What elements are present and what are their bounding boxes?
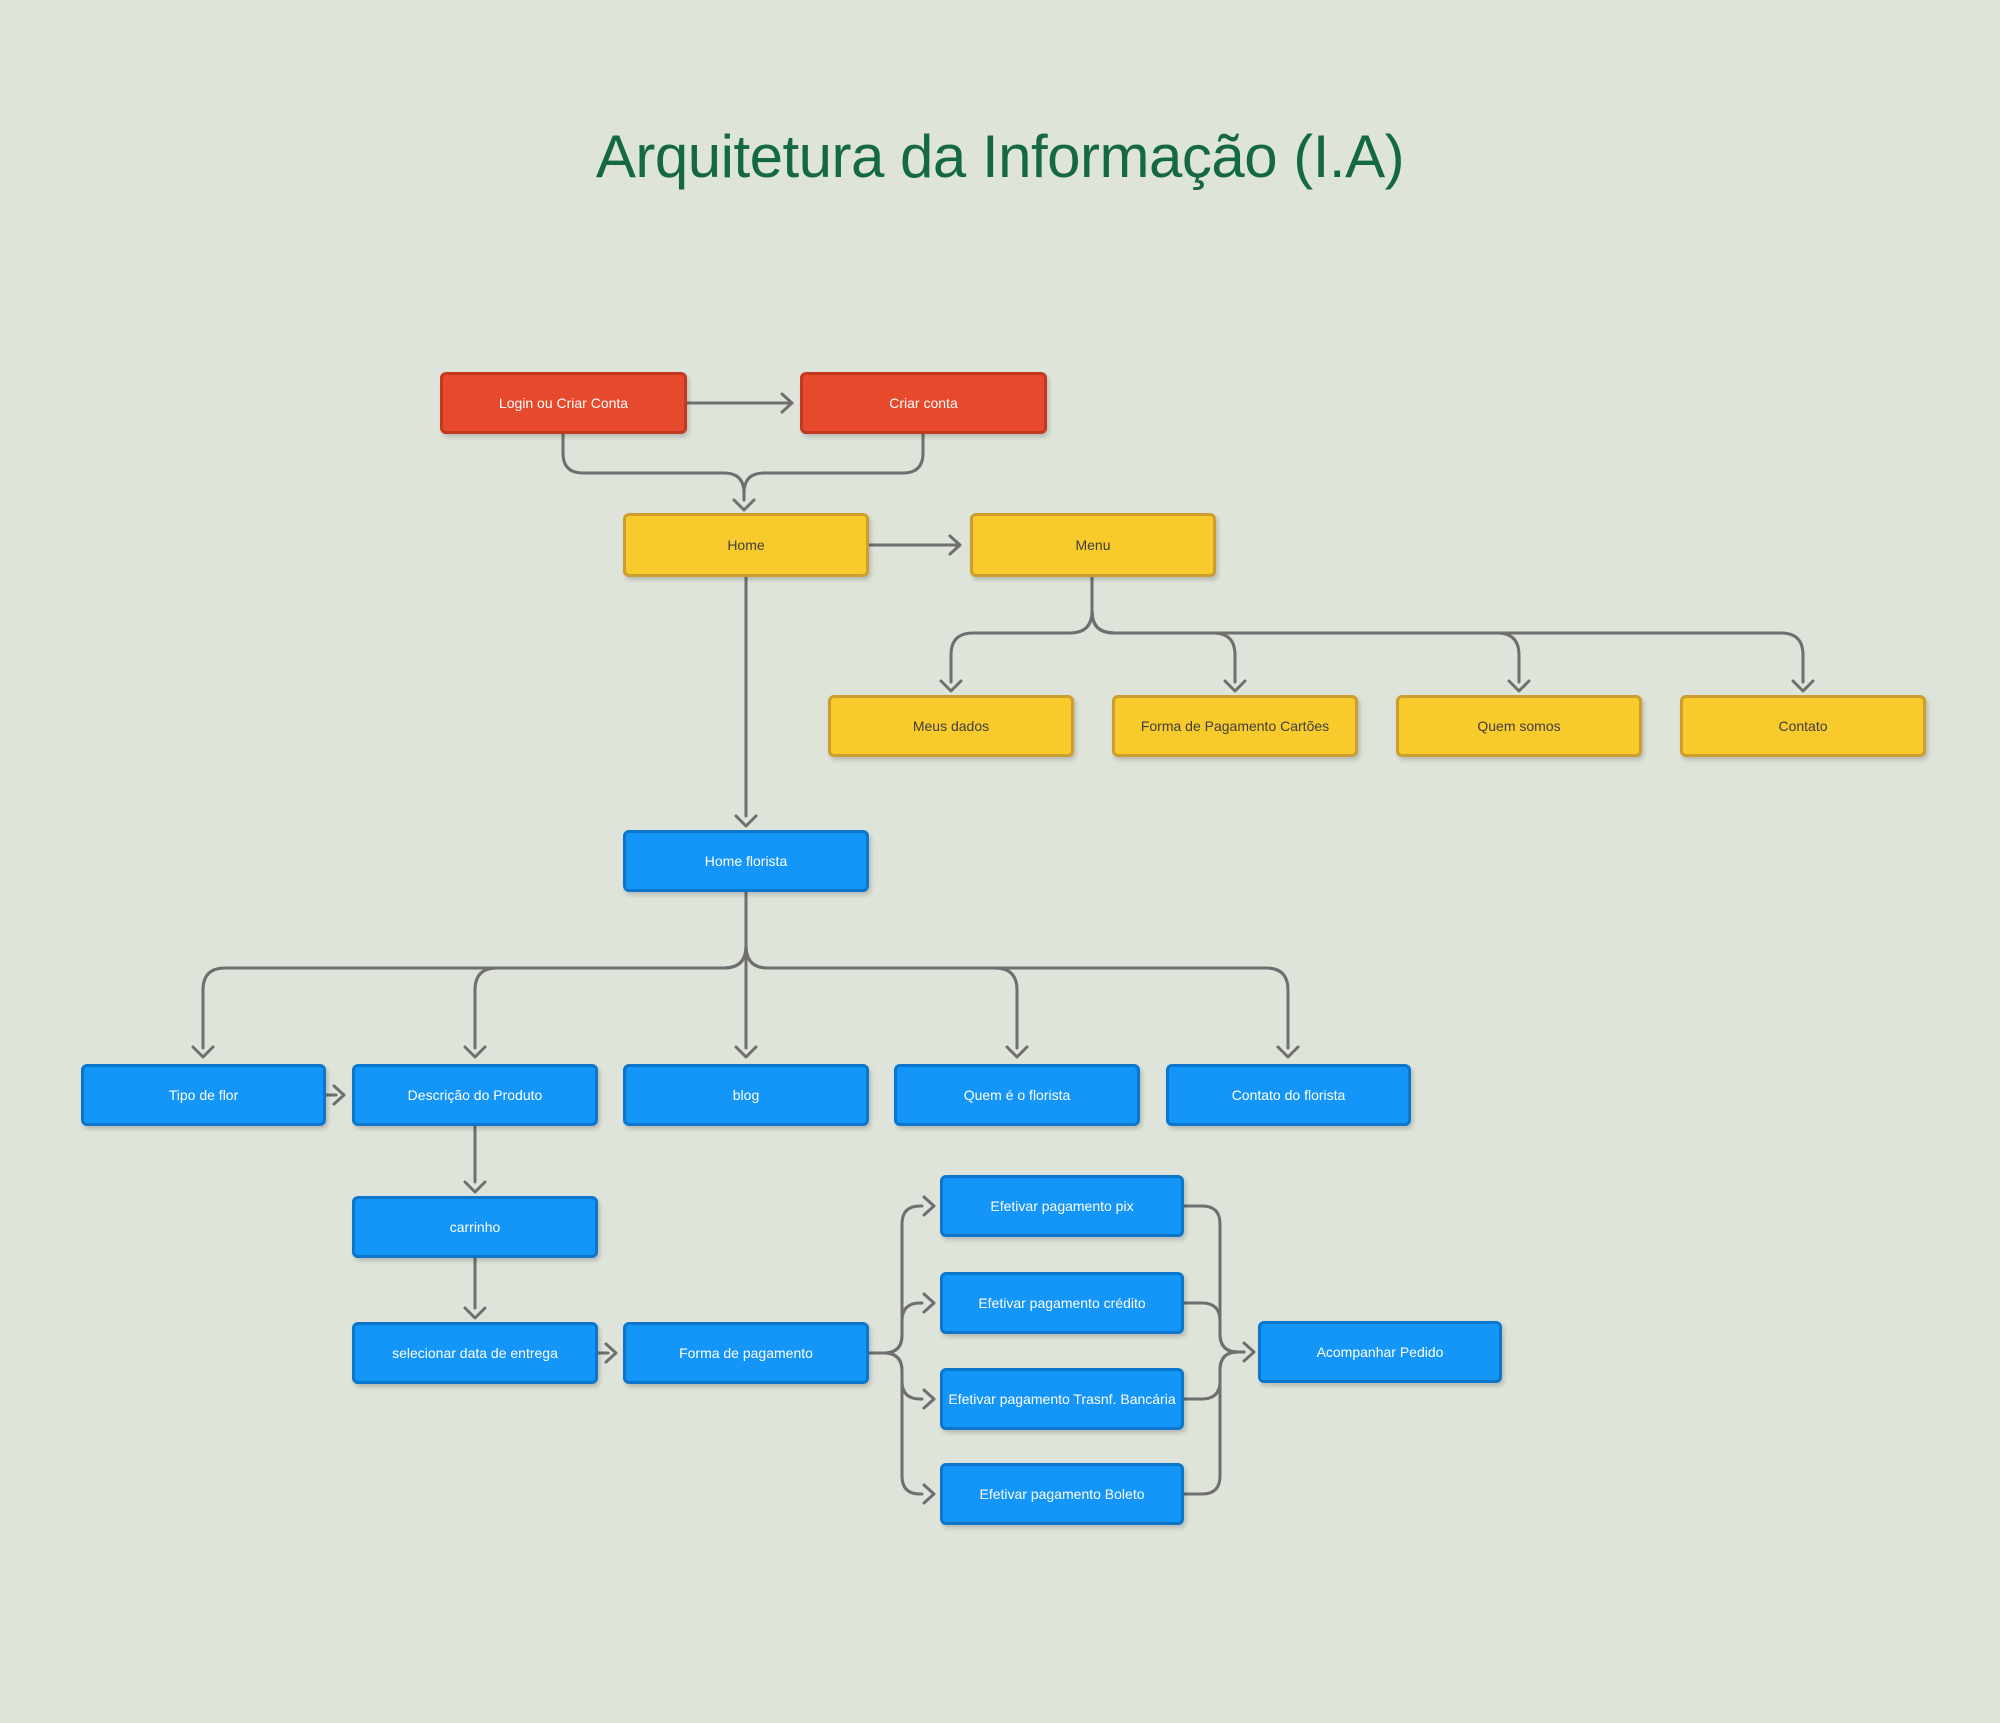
edge-line: [867, 1301, 924, 1355]
node-acompanhar-pedido[interactable]: Acompanhar Pedido: [1258, 1321, 1502, 1383]
edge-pix-to-acompanhar[interactable]: [1182, 1204, 1246, 1354]
node-home[interactable]: Home: [623, 513, 869, 577]
arrowhead-right-icon: [948, 534, 962, 556]
edge-florista-to-tipo-flor[interactable]: [191, 890, 748, 1059]
arrowhead-down-icon: [191, 1045, 215, 1059]
edge-login-to-criar-conta[interactable]: [685, 392, 794, 414]
node-efetivar-pagamento-credito[interactable]: Efetivar pagamento crédito: [940, 1272, 1184, 1334]
edge-line: [1090, 575, 1237, 684]
edge-line: [742, 432, 925, 502]
node-selecionar-data-de-entrega[interactable]: selecionar data de entrega: [352, 1322, 598, 1384]
node-quem-e-o-florista[interactable]: Quem é o florista: [894, 1064, 1140, 1126]
edge-tipo-flor-to-descricao[interactable]: [324, 1084, 346, 1106]
node-efetivar-pagamento-boleto[interactable]: Efetivar pagamento Boleto: [940, 1463, 1184, 1525]
node-descricao-do-produto[interactable]: Descrição do Produto: [352, 1064, 598, 1126]
edge-line: [867, 1351, 924, 1496]
edge-line: [1090, 575, 1521, 684]
edge-descricao-to-carrinho[interactable]: [463, 1124, 487, 1194]
edge-line: [744, 890, 1019, 1050]
edge-florista-to-contato-florista[interactable]: [744, 890, 1300, 1059]
edge-criar-conta-to-home[interactable]: [732, 432, 925, 512]
node-login-ou-criar-conta[interactable]: Login ou Criar Conta: [440, 372, 687, 434]
edge-menu-to-meus-dados[interactable]: [939, 575, 1094, 693]
edge-carrinho-to-selecionar[interactable]: [463, 1256, 487, 1320]
edge-line: [1182, 1204, 1246, 1354]
arrowhead-down-icon: [1276, 1045, 1300, 1059]
edge-line: [867, 1351, 924, 1401]
arrowhead-down-icon: [734, 1045, 758, 1059]
edge-home-to-menu[interactable]: [867, 534, 962, 556]
edge-credito-to-acompanhar[interactable]: [1182, 1301, 1246, 1354]
edge-forma-pagamento-to-credito[interactable]: [867, 1292, 936, 1355]
arrowhead-down-icon: [1223, 679, 1247, 693]
edge-line: [867, 1204, 924, 1355]
diagram-title: Arquitetura da Informação (I.A): [595, 123, 1405, 190]
arrowhead-down-icon: [1791, 679, 1815, 693]
node-forma-pagamento-cartoes[interactable]: Forma de Pagamento Cartões: [1112, 695, 1358, 757]
arrowhead-down-icon: [734, 814, 758, 828]
edge-florista-to-descricao[interactable]: [463, 890, 748, 1059]
edge-line: [1182, 1350, 1246, 1401]
arrowhead-right-icon: [332, 1084, 346, 1106]
node-quem-somos[interactable]: Quem somos: [1396, 695, 1642, 757]
edge-selecionar-to-forma-pagamento[interactable]: [596, 1342, 618, 1364]
edge-forma-pagamento-to-boleto[interactable]: [867, 1351, 936, 1505]
arrowhead-right-icon: [922, 1483, 936, 1505]
edge-line: [1090, 575, 1805, 684]
arrowhead-right-icon: [604, 1342, 618, 1364]
arrowhead-right-icon: [1242, 1341, 1256, 1363]
node-tipo-de-flor[interactable]: Tipo de flor: [81, 1064, 326, 1126]
node-menu[interactable]: Menu: [970, 513, 1216, 577]
edge-menu-to-contato[interactable]: [1090, 575, 1815, 693]
arrowhead-right-icon: [780, 392, 794, 414]
edge-line: [1182, 1301, 1246, 1354]
node-efetivar-pagamento-pix[interactable]: Efetivar pagamento pix: [940, 1175, 1184, 1237]
arrowhead-down-icon: [1507, 679, 1531, 693]
arrowhead-down-icon: [939, 679, 963, 693]
edge-line: [473, 890, 748, 1050]
node-blog[interactable]: blog: [623, 1064, 869, 1126]
arrowhead-right-icon: [922, 1292, 936, 1314]
arrowhead-down-icon: [732, 498, 756, 512]
edge-login-to-home[interactable]: [561, 432, 746, 502]
node-forma-de-pagamento[interactable]: Forma de pagamento: [623, 1322, 869, 1384]
node-criar-conta[interactable]: Criar conta: [800, 372, 1047, 434]
arrowhead-right-icon: [922, 1195, 936, 1217]
edge-boleto-to-acompanhar[interactable]: [1182, 1341, 1256, 1496]
edge-line: [1182, 1350, 1246, 1496]
edge-transf-to-acompanhar[interactable]: [1182, 1350, 1246, 1401]
arrowhead-down-icon: [463, 1045, 487, 1059]
node-meus-dados[interactable]: Meus dados: [828, 695, 1074, 757]
edge-home-to-home-florista[interactable]: [734, 575, 758, 828]
edge-line: [561, 432, 746, 502]
edge-line: [949, 575, 1094, 684]
arrowhead-down-icon: [463, 1180, 487, 1194]
arrowhead-down-icon: [1005, 1045, 1029, 1059]
arrowhead-right-icon: [922, 1388, 936, 1410]
edge-florista-to-quem-florista[interactable]: [744, 890, 1029, 1059]
arrowhead-down-icon: [463, 1306, 487, 1320]
node-carrinho[interactable]: carrinho: [352, 1196, 598, 1258]
node-contato[interactable]: Contato: [1680, 695, 1926, 757]
node-home-florista[interactable]: Home florista: [623, 830, 869, 892]
edge-line: [744, 890, 1290, 1050]
node-efetivar-pagamento-transf-bancaria[interactable]: Efetivar pagamento Trasnf. Bancária: [940, 1368, 1184, 1430]
node-contato-do-florista[interactable]: Contato do florista: [1166, 1064, 1411, 1126]
